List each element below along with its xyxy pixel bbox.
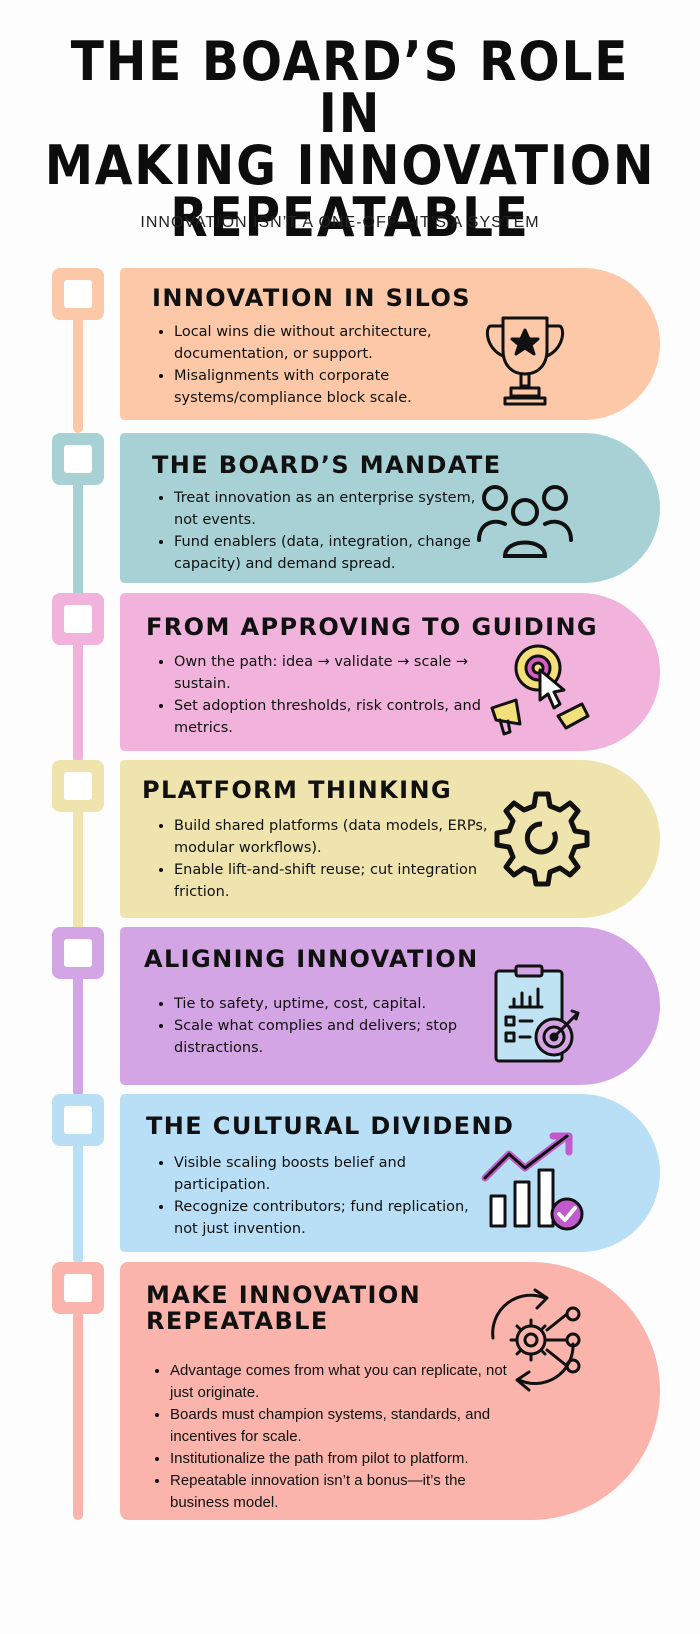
timeline-rail xyxy=(73,473,83,598)
timeline-rail xyxy=(73,633,83,763)
section-card: ALIGNING INNOVATION Tie to safety, uptim… xyxy=(120,927,660,1085)
bullet-item: Visible scaling boosts belief and partic… xyxy=(174,1152,494,1196)
bullet-item: Repeatable innovation isn’t a bonus—it’s… xyxy=(170,1470,510,1514)
bullet-list: Own the path: idea → validate → scale → … xyxy=(152,651,494,739)
bullet-item: Institutionalize the path from pilot to … xyxy=(170,1448,510,1470)
bullet-list: Treat innovation as an enterprise system… xyxy=(152,487,494,575)
title-line: MAKING INNOVATION xyxy=(44,134,656,197)
bullet-item: Scale what complies and delivers; stop d… xyxy=(174,1015,494,1059)
timeline-rail xyxy=(73,308,83,433)
bullet-item: Tie to safety, uptime, cost, capital. xyxy=(174,993,494,1015)
section-card: THE BOARD’S MANDATE Treat innovation as … xyxy=(120,433,660,583)
section-heading-line: MAKE INNOVATION xyxy=(146,1281,422,1309)
timeline-marker xyxy=(52,927,104,979)
timeline-marker xyxy=(52,268,104,320)
timeline-marker xyxy=(52,1094,104,1146)
bullet-item: Enable lift-and-shift reuse; cut integra… xyxy=(174,859,494,903)
bullet-item: Set adoption thresholds, risk controls, … xyxy=(174,695,494,739)
section-platform-thinking: PLATFORM THINKING Build shared platforms… xyxy=(0,760,700,930)
cycle-gear-network-icon xyxy=(475,1282,595,1392)
title-line: REPEATABLE xyxy=(170,186,530,249)
bullet-item: Boards must champion systems, standards,… xyxy=(170,1404,510,1448)
title-line: THE BOARD’S ROLE IN xyxy=(70,30,630,145)
timeline-rail xyxy=(73,1302,83,1520)
section-boards-mandate: THE BOARD’S MANDATE Treat innovation as … xyxy=(0,433,700,598)
section-heading: PLATFORM THINKING xyxy=(142,776,453,804)
bullet-item: Own the path: idea → validate → scale → … xyxy=(174,651,494,695)
section-card: PLATFORM THINKING Build shared platforms… xyxy=(120,760,660,918)
section-card: FROM APPROVING TO GUIDING Own the path: … xyxy=(120,593,660,751)
bullet-item: Build shared platforms (data models, ERP… xyxy=(174,815,494,859)
bullet-item: Advantage comes from what you can replic… xyxy=(170,1360,510,1404)
growth-chart-icon xyxy=(475,1130,595,1240)
people-icon xyxy=(465,468,585,578)
section-approving-to-guiding: FROM APPROVING TO GUIDING Own the path: … xyxy=(0,593,700,763)
timeline-marker xyxy=(52,433,104,485)
section-cultural-dividend: THE CULTURAL DIVIDEND Visible scaling bo… xyxy=(0,1094,700,1264)
section-aligning-innovation: ALIGNING INNOVATION Tie to safety, uptim… xyxy=(0,927,700,1097)
section-make-innovation-repeatable: MAKE INNOVATION REPEATABLE Advantage com… xyxy=(0,1262,700,1530)
timeline-marker xyxy=(52,760,104,812)
bullet-item: Misalignments with corporate systems/com… xyxy=(174,365,494,409)
bullet-item: Fund enablers (data, integration, change… xyxy=(174,531,494,575)
timeline-rail xyxy=(73,800,83,930)
section-heading: MAKE INNOVATION REPEATABLE xyxy=(146,1282,421,1334)
section-card: MAKE INNOVATION REPEATABLE Advantage com… xyxy=(120,1262,660,1520)
timeline-marker xyxy=(52,1262,104,1314)
section-heading: INNOVATION IN SILOS xyxy=(152,284,471,312)
section-card: INNOVATION IN SILOS Local wins die witho… xyxy=(120,268,660,420)
bullet-list: Local wins die without architecture, doc… xyxy=(152,321,494,409)
bullet-list: Visible scaling boosts belief and partic… xyxy=(152,1152,494,1240)
section-heading: THE CULTURAL DIVIDEND xyxy=(146,1112,515,1140)
gear-icon xyxy=(482,784,602,894)
bullet-item: Local wins die without architecture, doc… xyxy=(174,321,494,365)
section-heading: FROM APPROVING TO GUIDING xyxy=(146,613,599,641)
section-innovation-in-silos: INNOVATION IN SILOS Local wins die witho… xyxy=(0,268,700,438)
bullet-item: Recognize contributors; fund replication… xyxy=(174,1196,494,1240)
timeline-marker xyxy=(52,593,104,645)
timeline-rail xyxy=(73,1134,83,1264)
page-subtitle: INNOVATION ISN’T A ONE-OFF—IT’S A SYSTEM xyxy=(140,214,540,231)
section-heading-line: REPEATABLE xyxy=(146,1307,329,1335)
bullet-list: Tie to safety, uptime, cost, capital. Sc… xyxy=(152,993,494,1059)
section-heading: THE BOARD’S MANDATE xyxy=(152,451,502,479)
section-card: THE CULTURAL DIVIDEND Visible scaling bo… xyxy=(120,1094,660,1252)
bullet-item: Treat innovation as an enterprise system… xyxy=(174,487,494,531)
section-heading: ALIGNING INNOVATION xyxy=(144,945,479,973)
trophy-icon xyxy=(465,308,585,418)
clipboard-target-icon xyxy=(470,961,590,1071)
target-click-megaphone-icon xyxy=(478,638,598,748)
page-title: THE BOARD’S ROLE IN MAKING INNOVATION RE… xyxy=(35,30,665,249)
timeline-rail xyxy=(73,967,83,1097)
bullet-list: Advantage comes from what you can replic… xyxy=(148,1360,510,1514)
bullet-list: Build shared platforms (data models, ERP… xyxy=(152,815,494,903)
